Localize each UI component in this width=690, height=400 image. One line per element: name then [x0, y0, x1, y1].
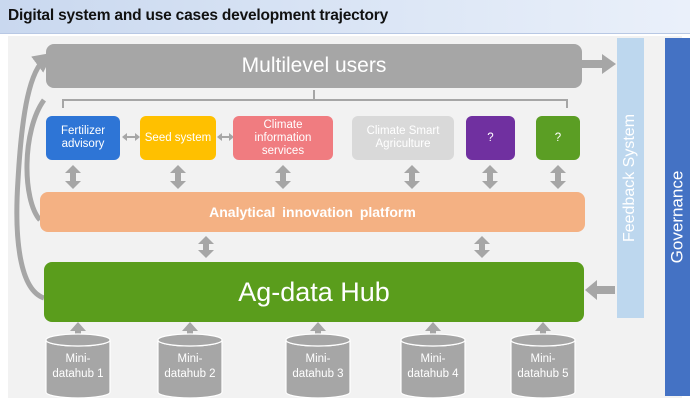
users-to-feedback-arrow — [582, 54, 616, 74]
governance-label: Governance — [667, 170, 687, 264]
minihub-label: Mini-datahub 4 — [407, 353, 459, 380]
minihub-up-arrows — [70, 322, 551, 339]
feedback-to-hub-arrow — [585, 280, 615, 300]
governance-bar: Governance — [665, 38, 690, 396]
minihub-2: Mini-datahub 2 — [157, 333, 223, 399]
feedback-system-bar: Feedback System — [617, 38, 644, 318]
minihub-3: Mini-datahub 3 — [285, 333, 351, 399]
minihub-label: Mini-datahub 3 — [292, 353, 343, 380]
analytical-innovation-platform-box: Analytical innovation platform — [40, 192, 585, 232]
minihub-cylinder-lid — [510, 333, 576, 347]
minihub-1: Mini-datahub 1 — [45, 333, 111, 399]
usecase-climate-smart-agriculture: Climate Smart Agriculture — [352, 116, 454, 160]
usecase-fertilizer-advisory: Fertilizer advisory — [46, 116, 120, 160]
minihub-label: Mini-datahub 5 — [517, 353, 568, 380]
minihub-5: Mini-datahub 5 — [510, 333, 576, 399]
left-loop-arrows — [14, 52, 54, 301]
usecase-links — [122, 133, 234, 141]
minihub-cylinder-lid — [45, 333, 111, 347]
ag-data-hub-box: Ag-data Hub — [44, 262, 584, 322]
usecase-unknown-2: ? — [536, 116, 580, 160]
usecase-platform-arrows — [65, 165, 566, 189]
minihub-cylinders: Mini-datahub 1 Mini-datahub 2 Mini-datahub… — [45, 333, 576, 399]
minihub-4: Mini-datahub 4 — [400, 333, 466, 399]
multilevel-users-box: Multilevel users — [46, 44, 582, 88]
feedback-system-label: Feedback System — [621, 113, 639, 243]
usecase-climate-information-services: Climate information services — [233, 116, 333, 160]
usecase-unknown-1: ? — [466, 116, 515, 160]
minihub-cylinder-lid — [400, 333, 466, 347]
minihub-label: Mini-datahub 2 — [164, 353, 215, 380]
title-bar — [0, 0, 690, 34]
users-bracket — [62, 90, 568, 108]
minihub-cylinder-lid — [285, 333, 351, 347]
minihub-label: Mini-datahub 1 — [52, 353, 103, 380]
usecase-seed-system: Seed system — [140, 116, 216, 160]
platform-hub-arrows — [198, 236, 490, 258]
diagram-title: Digital system and use cases development… — [8, 7, 389, 24]
minihub-cylinder-lid — [157, 333, 223, 347]
